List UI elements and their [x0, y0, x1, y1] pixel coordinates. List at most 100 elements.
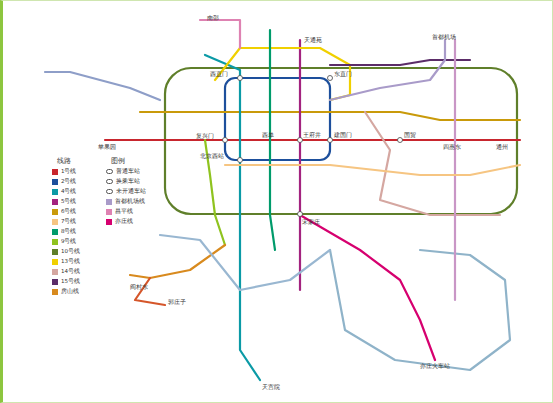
legend-text: 8号线: [61, 228, 77, 235]
fangshan-line: [130, 245, 225, 278]
legend-swatch: [52, 229, 58, 235]
station-name: 西直门: [210, 70, 228, 77]
airport-line: [330, 40, 445, 100]
legend-row: 房山线: [52, 288, 79, 295]
changping-line: [200, 20, 240, 48]
legend-row: 9号线: [52, 238, 77, 245]
legend-text: 14号线: [61, 268, 80, 275]
legend-heading: 图例: [111, 157, 125, 165]
station-name: 四惠东: [443, 143, 461, 150]
legend-text: 昌平线: [115, 208, 133, 215]
station-name: 复兴门: [196, 132, 214, 139]
legend-swatch: [106, 209, 112, 215]
legend-text: 2号线: [61, 178, 77, 185]
legend-swatch: [52, 249, 58, 255]
transfer-station: [298, 212, 303, 217]
south-line: [330, 250, 510, 370]
legend-row: 首都机场线: [106, 198, 145, 205]
station-name: 南邵: [207, 14, 219, 21]
station-name: 国贸: [404, 131, 416, 138]
transfer-station: [328, 76, 333, 81]
transfer-station: [238, 158, 243, 163]
station-name: 苹果园: [98, 143, 116, 150]
legend-row: 4号线: [52, 188, 77, 195]
legend-symbol: [106, 169, 113, 174]
legend-text: 9号线: [61, 238, 77, 245]
legend-row: 2号线: [52, 178, 77, 185]
southwest-line: [160, 235, 330, 290]
legend-swatch: [52, 179, 58, 185]
legend-text: 普通车站: [116, 168, 140, 175]
legend-text: 10号线: [61, 248, 80, 255]
station-name: 天通苑: [304, 36, 322, 43]
station-name: 阎村东: [130, 283, 148, 290]
legend-row: 昌平线: [106, 208, 133, 215]
legend-symbol: [106, 189, 113, 194]
legend-swatch: [52, 219, 58, 225]
legend-swatch: [52, 199, 58, 205]
line-13: [215, 48, 350, 100]
station-name: 王府井: [303, 131, 321, 138]
legend-text: 亦庄线: [115, 218, 133, 225]
station-name: 亦庄火车站: [420, 362, 450, 369]
legend-row: 6号线: [52, 208, 77, 215]
transfer-station: [328, 138, 333, 143]
legend-text: 未开通车站: [116, 188, 146, 195]
legend-row: 15号线: [52, 278, 80, 285]
legend-swatch: [52, 189, 58, 195]
line-15: [330, 60, 470, 65]
legend-swatch: [106, 199, 112, 205]
legend-swatch: [52, 259, 58, 265]
line-7: [225, 165, 520, 175]
legend-symbol: [106, 179, 113, 184]
legend-text: 13号线: [61, 258, 80, 265]
legend-swatch: [52, 239, 58, 245]
station-name: 天宫院: [262, 383, 280, 390]
legend-row: 14号线: [52, 268, 80, 275]
legend-text: 15号线: [61, 278, 80, 285]
line-1: [105, 139, 520, 141]
station-name: 通州: [496, 143, 508, 150]
legend-heading: 线路: [57, 157, 71, 165]
transfer-station: [298, 138, 303, 143]
line-6: [140, 112, 520, 120]
legend-row: 7号线: [52, 218, 77, 225]
line-8: [270, 30, 275, 250]
station-name: 西单: [262, 131, 274, 138]
legend-row: 1号线: [52, 168, 77, 175]
legend-row: 未开通车站: [106, 188, 146, 195]
station-name: 宋家庄: [302, 218, 320, 225]
legend-text: 7号线: [61, 218, 77, 225]
east-line: [454, 40, 456, 300]
transfer-station: [398, 138, 403, 143]
legend-row: 10号线: [52, 248, 80, 255]
station-name: 东直门: [334, 70, 352, 77]
legend-swatch: [106, 219, 112, 225]
legend-text: 首都机场线: [115, 198, 145, 205]
yizhuang-line: [300, 215, 435, 360]
station-name: 建国门: [334, 131, 352, 138]
legend-row: 5号线: [52, 198, 77, 205]
legend-text: 1号线: [61, 168, 77, 175]
line-14: [365, 112, 500, 215]
transfer-station: [223, 138, 228, 143]
legend-swatch: [52, 209, 58, 215]
legend-text: 5号线: [61, 198, 77, 205]
legend-row: 换乘车站: [106, 178, 140, 185]
legend-row: 亦庄线: [106, 218, 133, 225]
legend-text: 4号线: [61, 188, 77, 195]
legend-swatch: [52, 169, 58, 175]
legend-row: 普通车站: [106, 168, 140, 175]
line-4: [205, 55, 260, 380]
yanfang-line: [135, 278, 165, 305]
legend-text: 房山线: [61, 288, 79, 295]
legend-swatch: [52, 279, 58, 285]
legend-text: 6号线: [61, 208, 77, 215]
transfer-station: [238, 76, 243, 81]
station-name: 首都机场: [432, 33, 456, 40]
legend-row: 8号线: [52, 228, 77, 235]
legend-swatch: [52, 269, 58, 275]
west-line: [45, 72, 160, 100]
